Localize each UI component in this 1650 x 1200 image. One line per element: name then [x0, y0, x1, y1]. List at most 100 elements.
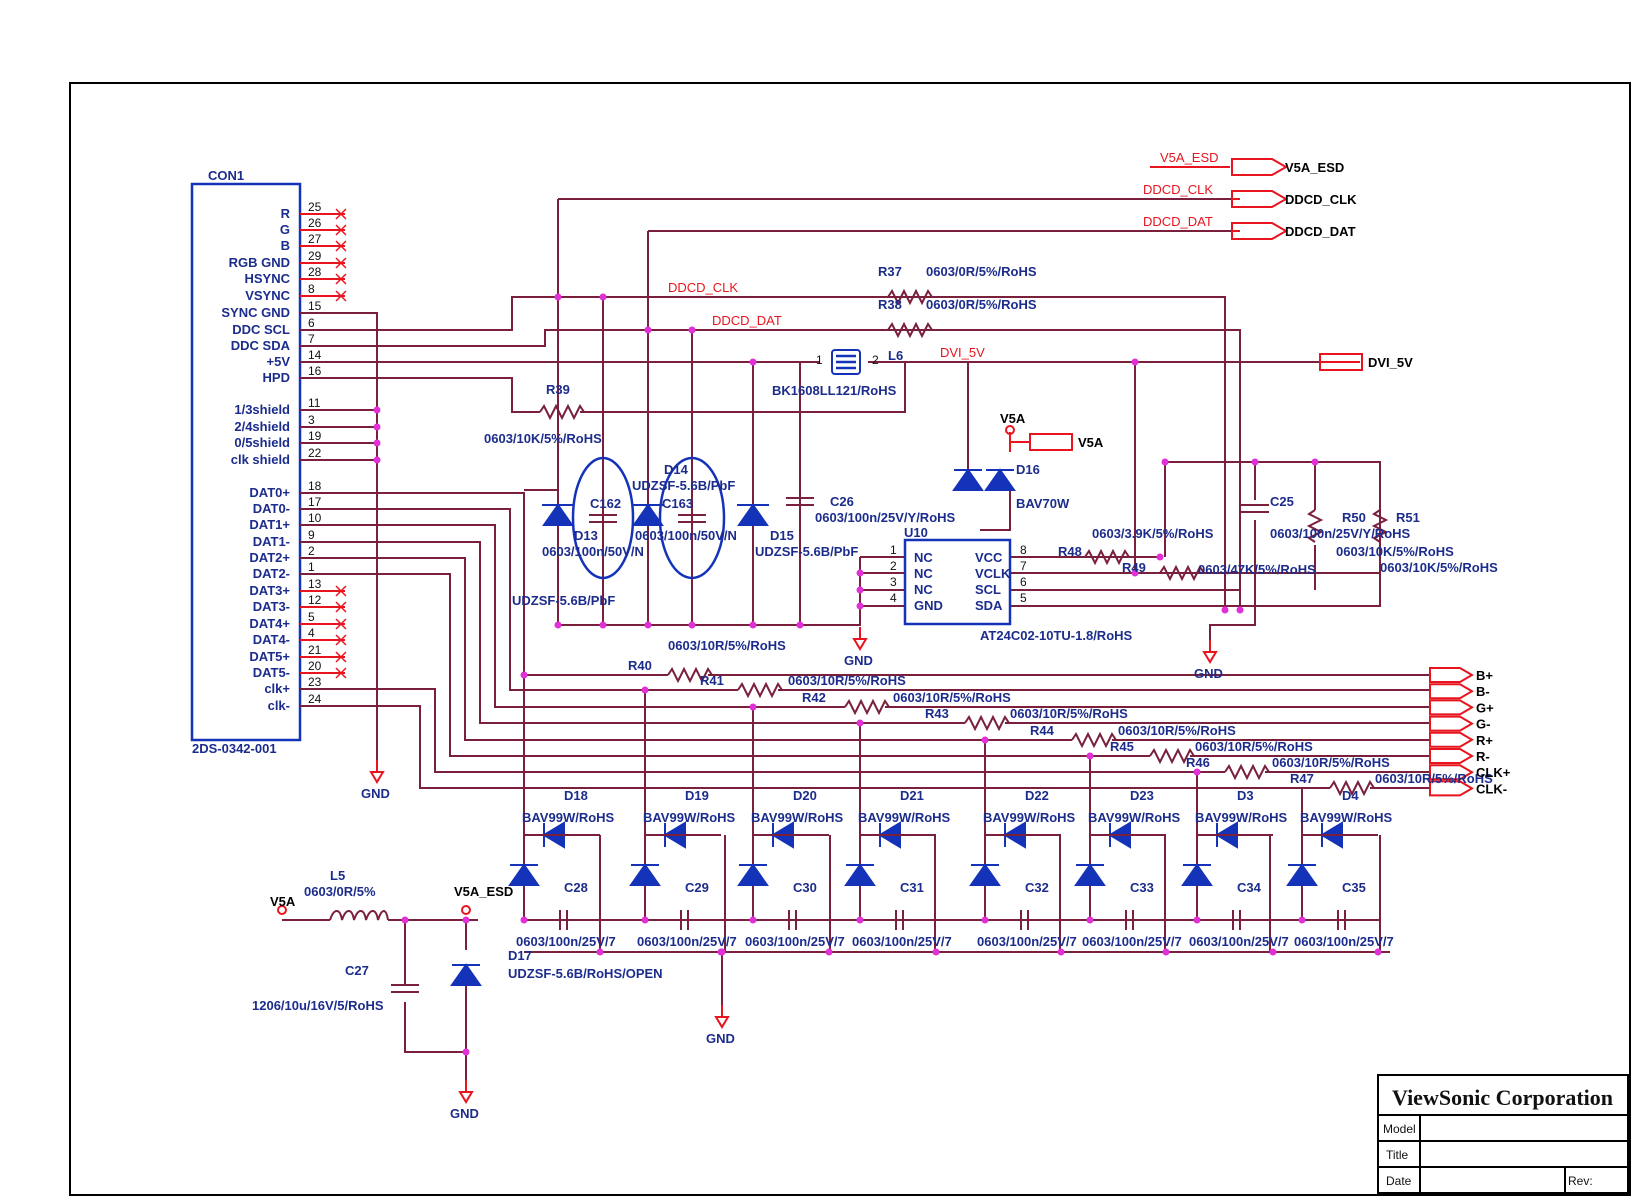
esd-diode-ref: D19	[685, 788, 709, 803]
model-label: Model	[1383, 1122, 1416, 1136]
ddcd-dat-net-label: DDCD_DAT	[1143, 214, 1213, 229]
junction-dot	[373, 439, 381, 447]
con1-pin-number: 28	[308, 265, 322, 279]
esd-diode-ref: D22	[1025, 788, 1049, 803]
date-label: Date	[1386, 1174, 1412, 1188]
junction-dot	[981, 916, 989, 924]
title-label: Title	[1386, 1148, 1409, 1162]
junction-dot	[373, 423, 381, 431]
l5-symbol	[329, 910, 389, 921]
d13-ref: D13	[574, 528, 598, 543]
junction-dot	[688, 326, 696, 334]
d16-anode-right	[984, 468, 1016, 491]
bav99-lower-diode	[737, 863, 769, 886]
ground-label: GND	[450, 1106, 479, 1121]
con1-pin-number: 19	[308, 429, 322, 443]
con1-pin-number: 14	[308, 348, 322, 362]
output-port-label: CLK+	[1476, 765, 1511, 780]
junction-dot	[520, 916, 528, 924]
junction-dot	[644, 621, 652, 629]
c163-value: 0603/100n/50V/N	[635, 528, 737, 543]
r40-symbol	[667, 666, 713, 684]
r38-symbol	[887, 321, 933, 339]
esd-capacitor-value: 0603/100n/25V/7	[745, 934, 845, 949]
con1-pin-name: B	[281, 238, 290, 253]
con1-pin-name: VSYNC	[245, 288, 290, 303]
r47-value: 0603/10R/5%/RoHS	[1375, 771, 1493, 786]
v5a-esd-port	[1231, 158, 1289, 176]
l6-symbol	[831, 349, 861, 375]
con1-pin-number: 17	[308, 495, 322, 509]
junction-dot	[641, 686, 649, 694]
junction-dot	[1161, 458, 1169, 466]
c26-ref: C26	[830, 494, 854, 509]
con1-pin-number: 26	[308, 216, 322, 230]
r45-value: 0603/10R/5%/RoHS	[1195, 739, 1313, 754]
l6-ref: L6	[888, 348, 903, 363]
r44-symbol	[1071, 731, 1117, 749]
junction-dot	[856, 916, 864, 924]
junction-dot	[462, 1048, 470, 1056]
u10-pin-number-left: 4	[890, 591, 897, 605]
power-circle	[461, 905, 471, 915]
esd-capacitor	[559, 910, 568, 930]
u10-pin-number-right: 6	[1020, 575, 1027, 589]
d13-value: UDZSF-5.6B/PbF	[512, 593, 615, 608]
con1-part: 2DS-0342-001	[192, 741, 277, 756]
esd-capacitor-ref: C32	[1025, 880, 1049, 895]
dvi-5v-port-label: DVI_5V	[1368, 355, 1413, 370]
con1-pin-number: 21	[308, 643, 322, 657]
junction-dot	[1251, 458, 1259, 466]
r46-ref: R46	[1186, 755, 1210, 770]
r42-symbol	[844, 698, 890, 716]
no-connect-mark	[335, 651, 347, 663]
r51-value: 0603/10K/5%/RoHS	[1380, 560, 1498, 575]
con1-pin-number: 22	[308, 446, 322, 460]
con1-ref: CON1	[208, 168, 244, 183]
u10-pin-name-left: NC	[914, 582, 933, 597]
u10-pin-number-left: 1	[890, 543, 897, 557]
ground-label: GND	[706, 1031, 735, 1046]
junction-dot	[1193, 916, 1201, 924]
con1-pin-name: DAT4-	[253, 632, 290, 647]
no-connect-mark	[335, 667, 347, 679]
v5a-rail-label: V5A	[1000, 411, 1026, 426]
d15-value: UDZSF-5.6B/PbF	[755, 544, 858, 559]
l5-value: 0603/0R/5%	[304, 884, 376, 899]
esd-capacitor-value: 0603/100n/25V/7	[852, 934, 952, 949]
r41-ref: R41	[700, 673, 724, 688]
output-port	[1429, 780, 1474, 797]
r42-ref: R42	[802, 690, 826, 705]
junction-dot	[1236, 606, 1244, 614]
bav99-lower-diode	[1286, 863, 1318, 886]
con1-pin-name: DDC SCL	[232, 322, 290, 337]
d15-ref: D15	[770, 528, 794, 543]
con1-pin-name: clk-	[268, 698, 290, 713]
esd-capacitor-value: 0603/100n/25V/7	[637, 934, 737, 949]
junction-dot	[796, 621, 804, 629]
esd-capacitor-ref: C31	[900, 880, 924, 895]
esd-capacitor	[1232, 910, 1241, 930]
r37-symbol	[887, 288, 933, 306]
junction-dot	[856, 719, 864, 727]
ground-symbol	[1202, 640, 1218, 664]
c26-symbol	[786, 497, 814, 506]
u10-pin-number-right: 7	[1020, 559, 1027, 573]
u10-pin-number-left: 2	[890, 559, 897, 573]
c27-value: 1206/10u/16V/5/RoHS	[252, 998, 384, 1013]
esd-diode-ref: D20	[793, 788, 817, 803]
con1-pin-name: clk+	[264, 681, 290, 696]
bav99-lower-diode	[1181, 863, 1213, 886]
junction-dot	[1156, 553, 1164, 561]
esd-capacitor-value: 0603/100n/25V/7	[1189, 934, 1289, 949]
r37-ref: R37	[878, 264, 902, 279]
con1-pin-name: DAT2+	[249, 550, 290, 565]
output-port	[1429, 715, 1474, 732]
con1-pin-name: HPD	[263, 370, 290, 385]
no-connect-mark	[335, 290, 347, 302]
d16-anode-left	[952, 468, 984, 491]
u10-pin-name-left: NC	[914, 550, 933, 565]
esd-diode-ref: D18	[564, 788, 588, 803]
r37-value: 0603/0R/5%/RoHS	[926, 264, 1037, 279]
r40-value: 0603/10R/5%/RoHS	[668, 638, 786, 653]
